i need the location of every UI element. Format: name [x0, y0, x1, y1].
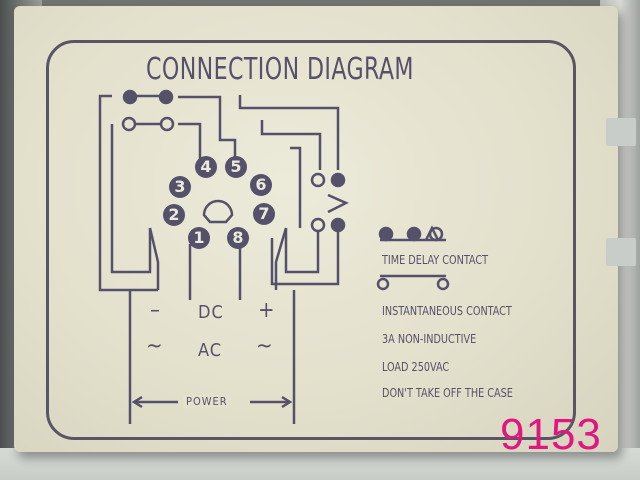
- case-notch-lower: [606, 238, 636, 266]
- pin-circle-2: [163, 204, 185, 226]
- power-tilde-left: ~: [146, 334, 163, 359]
- pin-label-4: 4: [200, 157, 212, 176]
- wire-right-lower: [270, 231, 340, 286]
- pin-label-7: 7: [258, 204, 270, 223]
- case-notch-upper: [606, 118, 636, 146]
- legend-instantaneous: INSTANTANEOUS CONTACT: [382, 303, 512, 318]
- contact-right-dot-top: [330, 172, 346, 188]
- pin-circle-3: [169, 176, 191, 198]
- wire-mid: [178, 122, 202, 160]
- pin-circle-8: [227, 227, 249, 249]
- time-delay-arrow: [327, 193, 349, 214]
- legend-time-delay: TIME DELAY CONTACT: [382, 252, 488, 267]
- power-tilde-right: ~: [256, 334, 273, 359]
- pin-circle-6: [250, 174, 272, 196]
- power-ac-label: AC: [198, 340, 223, 361]
- pin-label-3: 3: [174, 177, 186, 196]
- legend-td-dot-mid: [406, 226, 422, 242]
- pin-label-8: 8: [232, 228, 244, 247]
- power-arrowhead-right: [281, 395, 293, 409]
- legend-td-open: [428, 226, 444, 242]
- contact-right-open-bottom: [310, 217, 326, 233]
- legend-inst-open-right: [436, 277, 450, 291]
- power-minus: –: [150, 298, 160, 323]
- pin-label-1: 1: [193, 228, 205, 247]
- wire-right-outer: [238, 95, 340, 170]
- power-plus: +: [258, 298, 275, 323]
- device-panel: [14, 6, 618, 452]
- wire-right-inner: [260, 120, 322, 170]
- pin-circle-7: [253, 203, 275, 225]
- socket-key: [202, 199, 234, 224]
- background-bottom: [0, 448, 640, 480]
- wire-left-inner: [110, 124, 152, 274]
- pin-label-5: 5: [230, 157, 242, 176]
- pin-label-6: 6: [255, 175, 267, 194]
- contact-dot-top-right: [158, 89, 174, 105]
- contact-open-right: [159, 116, 175, 132]
- pin-circle-1: [188, 227, 210, 249]
- contact-right-dot-bottom: [330, 217, 346, 233]
- watermark-number: 9153: [500, 410, 602, 459]
- contact-right-open-top: [310, 172, 326, 188]
- wire-top-right: [178, 95, 237, 160]
- legend-td-dot-left: [378, 226, 394, 242]
- contact-open-left: [121, 116, 137, 132]
- legend-rating: 3A NON-INDUCTIVE: [382, 331, 477, 346]
- pin-label-2: 2: [168, 205, 180, 224]
- legend-load: LOAD 250VAC: [382, 359, 450, 374]
- diagram-frame: [46, 40, 576, 440]
- power-dc-label: DC: [198, 302, 224, 323]
- power-label: POWER: [183, 395, 231, 408]
- pin-circle-4: [195, 156, 217, 178]
- pin-circle-5: [225, 156, 247, 178]
- legend-warning: DON'T TAKE OFF THE CASE: [382, 385, 513, 400]
- contact-dot-top-left: [122, 89, 138, 105]
- wire-right-lower-inner: [284, 228, 320, 274]
- socket-left: [148, 227, 160, 290]
- diagram-title: CONNECTION DIAGRAM: [146, 52, 414, 87]
- socket-right: [274, 227, 288, 290]
- power-arrowhead-left: [131, 395, 143, 409]
- legend-inst-open-left: [376, 277, 390, 291]
- wire-right-pin6: [290, 146, 302, 228]
